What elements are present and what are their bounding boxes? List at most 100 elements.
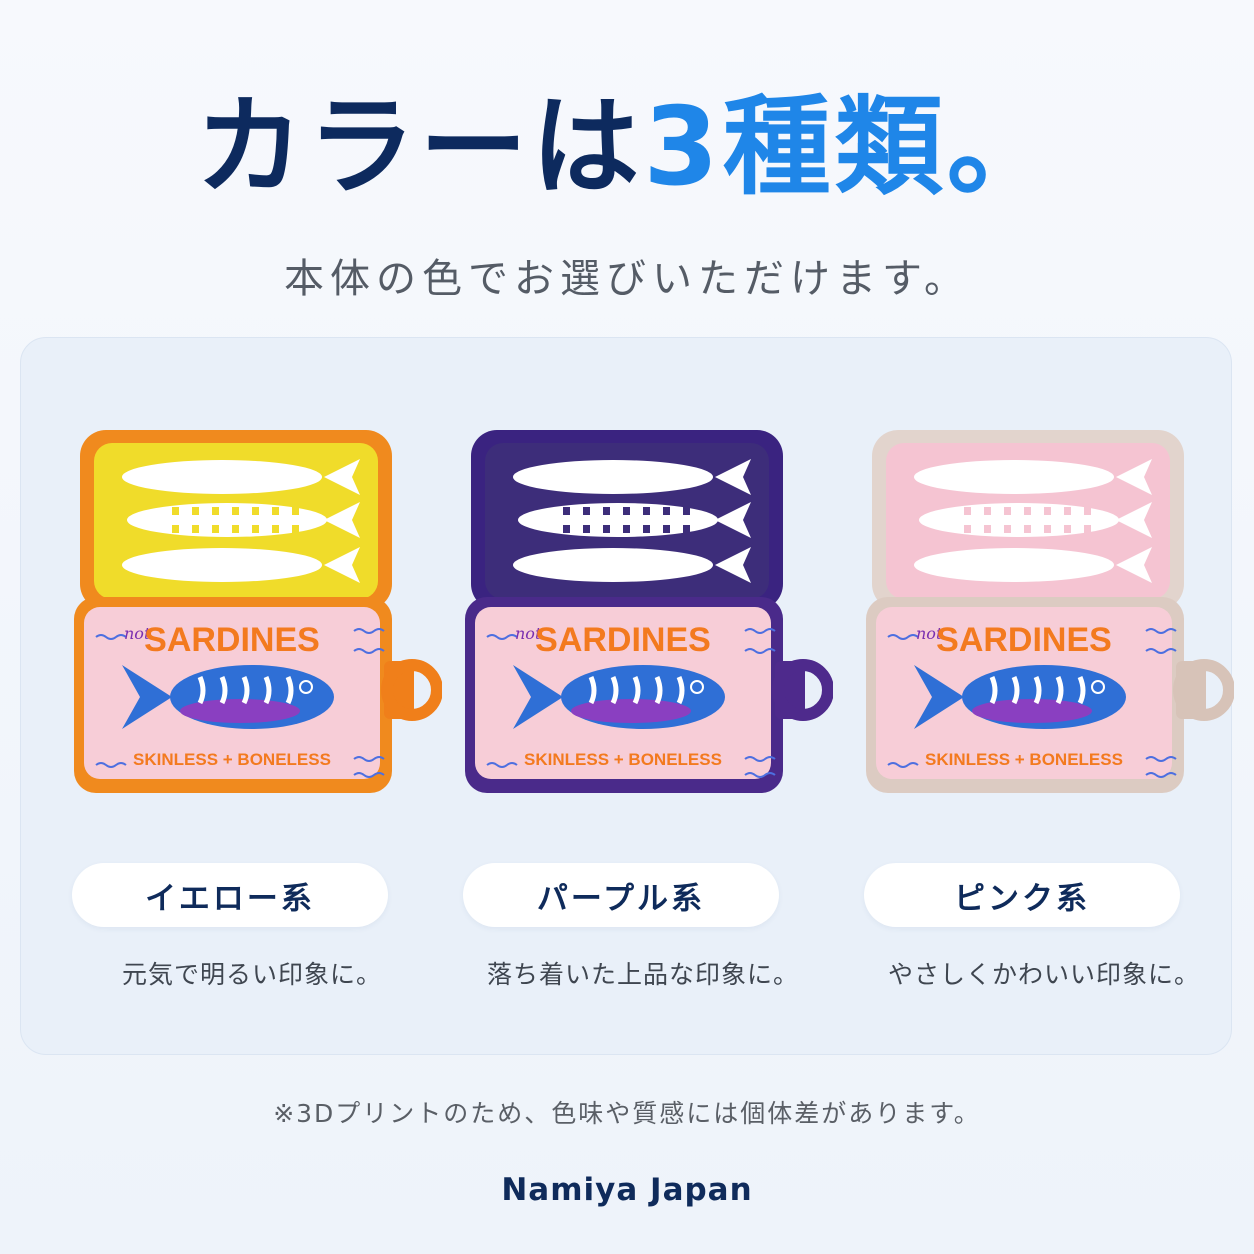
fish-rib [583, 507, 590, 515]
pull-ring-icon [1173, 659, 1234, 721]
tin-text-big: SARDINES [144, 621, 320, 659]
fish-piece-icon [513, 547, 751, 583]
fish-rib [172, 507, 179, 515]
fish-rib [964, 507, 971, 515]
variant-label-yellow: イエロー系 [72, 863, 388, 927]
wave-line [353, 756, 385, 762]
wave-line [353, 648, 385, 654]
fish-rib [1044, 525, 1051, 533]
pull-ring-icon [381, 659, 442, 721]
wave-line [353, 628, 385, 634]
label-fish-stripe [989, 676, 998, 705]
variant-description-purple: 落ち着いた上品な印象に。 [486, 960, 799, 989]
wave-line [486, 762, 518, 768]
fish-rib [192, 525, 199, 533]
fish-rib [623, 507, 630, 515]
fish-rib [563, 525, 570, 533]
fish-piece-icon [914, 459, 1152, 495]
variant-description-pink: やさしくかわいい印象に。 [887, 960, 1200, 989]
tin-text-small: not [515, 624, 542, 643]
variant-label-purple: パープル系 [463, 863, 779, 927]
label-fish-belly [972, 699, 1092, 723]
fish-rib [1084, 525, 1091, 533]
fish-rib [603, 525, 610, 533]
fish-rib [212, 507, 219, 515]
wave-line [1145, 628, 1177, 634]
fish-rib [1064, 525, 1071, 533]
fish-rib [292, 507, 299, 515]
wave-line [1145, 772, 1177, 778]
label-fish-stripe [1055, 676, 1064, 705]
label-fish-stripe [263, 676, 272, 705]
fish-piece-icon [122, 459, 360, 495]
fish-rib [984, 507, 991, 515]
label-fish-stripe [676, 676, 685, 705]
title-accent-text: 3種類。 [643, 85, 1059, 210]
wave-line [486, 634, 518, 640]
fish-piece-icon [513, 459, 751, 495]
fish-rib [984, 525, 991, 533]
wave-line [744, 648, 776, 654]
wave-line [95, 762, 127, 768]
wave-line [1145, 756, 1177, 762]
fish-rib [683, 507, 690, 515]
fish-rib [232, 525, 239, 533]
fish-rib [1004, 525, 1011, 533]
label-fish-eye [690, 680, 704, 694]
tin-text-small: not [124, 624, 151, 643]
fish-rib [603, 507, 610, 515]
label-fish-stripe [1077, 676, 1086, 705]
wave-line [744, 628, 776, 634]
fish-rib [1024, 525, 1031, 533]
wave-line [887, 634, 919, 640]
label-fish-stripe [285, 676, 294, 705]
fish-piece-icon [122, 547, 360, 583]
fish-piece-icon [914, 547, 1152, 583]
brand-name: Namiya Japan [501, 1172, 753, 1208]
fish-rib [292, 525, 299, 533]
fish-rib [272, 525, 279, 533]
fish-rib [1024, 507, 1031, 515]
label-fish-stripe [632, 676, 641, 705]
tin-text-big: SARDINES [535, 621, 711, 659]
variant-description-yellow: 元気で明るい印象に。 [121, 960, 382, 989]
fish-rib [1044, 507, 1051, 515]
fish-rib [583, 525, 590, 533]
label-fish-stripe [1011, 676, 1020, 705]
fish-rib [1064, 507, 1071, 515]
tin-text-bottom: SKINLESS + BONELESS [925, 750, 1123, 769]
label-fish-belly [180, 699, 300, 723]
label-fish-eye [1091, 680, 1105, 694]
label-fish-stripe [610, 676, 619, 705]
label-fish-stripe [241, 676, 250, 705]
fish-rib [663, 507, 670, 515]
fish-rib [683, 525, 690, 533]
label-fish-stripe [1033, 676, 1042, 705]
fish-rib [232, 507, 239, 515]
fish-rib [212, 525, 219, 533]
fish-rib [252, 525, 259, 533]
page-title: カラーは3種類。 [0, 78, 1254, 218]
page-subtitle: 本体の色でお選びいただけます。 [284, 256, 970, 302]
label-fish-stripe [588, 676, 597, 705]
label-fish-tail [122, 665, 172, 729]
fish-rib [172, 525, 179, 533]
fish-rib [1004, 507, 1011, 515]
label-fish-eye [299, 680, 313, 694]
fish-rib [964, 525, 971, 533]
label-fish-tail [914, 665, 964, 729]
fish-rib [643, 525, 650, 533]
variant-label-pink: ピンク系 [864, 863, 1180, 927]
fish-rib [563, 507, 570, 515]
title-main-text: カラーは [195, 85, 644, 210]
label-fish-stripe [219, 676, 228, 705]
label-fish-belly [571, 699, 691, 723]
fish-rib [272, 507, 279, 515]
fish-rib [252, 507, 259, 515]
wave-line [353, 772, 385, 778]
fish-rib [1084, 507, 1091, 515]
wave-line [744, 756, 776, 762]
fish-rib [643, 507, 650, 515]
